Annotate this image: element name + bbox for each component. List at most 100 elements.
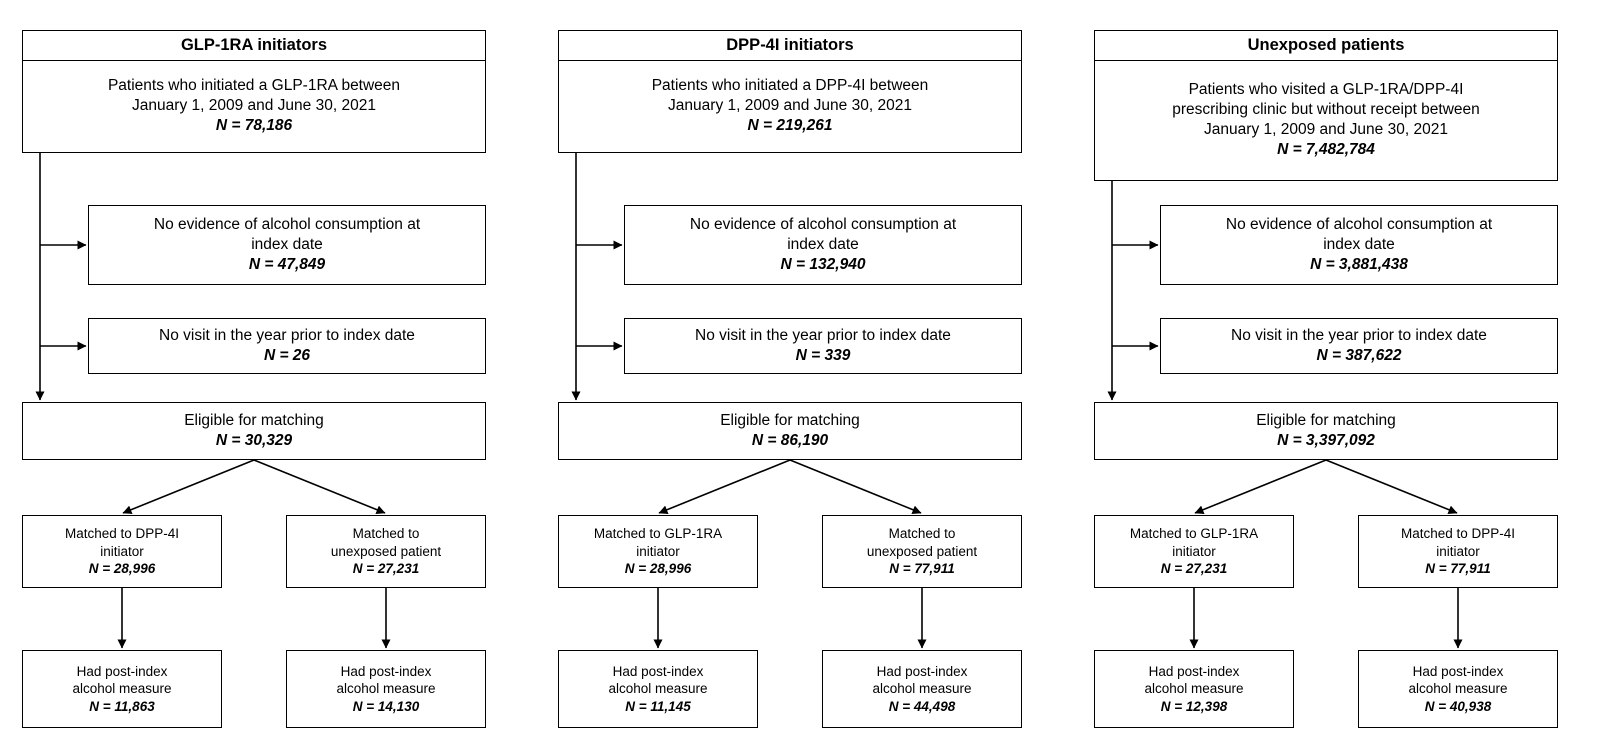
arrow-eligible-to-matched-left [658,459,791,514]
n-count: N = 219,261 [747,117,833,135]
n-count: N = 28,996 [624,561,692,577]
box-text: No visit in the year prior to index date [159,326,415,344]
arrow-eligible-to-matched-right [789,459,922,514]
box-text: January 1, 2009 and June 30, 2021 [1204,121,1448,138]
n-count: N = 3,881,438 [1310,256,1408,274]
matched-right-box: Matched to DPP-4I initiator N = 77,911 [1358,515,1558,588]
n-count: N = 77,911 [889,561,955,577]
box-text: Eligible for matching [720,411,860,429]
box-text: initiator [1172,543,1216,559]
post-index-left-box: Had post-index alcohol measure N = 11,86… [22,650,222,728]
box-text: Matched to [888,526,956,542]
box-text: Eligible for matching [184,411,324,429]
box-text: Had post-index [876,663,968,679]
exclusion-box-no-alcohol-evidence: No evidence of alcohol consumption at in… [1160,205,1558,285]
box-text: January 1, 2009 and June 30, 2021 [668,96,912,114]
column-title: GLP-1RA initiators [180,36,328,54]
matched-right-box: Matched to unexposed patient N = 27,231 [286,515,486,588]
n-count: N = 44,498 [888,698,956,714]
box-text: unexposed patient [866,543,978,559]
n-count: N = 11,863 [89,698,155,714]
n-count: N = 30,329 [215,432,293,449]
column-glp1ra-initiators: GLP-1RA initiators Patients who initiate… [22,22,486,734]
n-count: N = 11,145 [625,698,691,714]
n-count: N = 7,482,784 [1277,141,1375,159]
arrow-eligible-to-matched-right [253,459,386,514]
matched-left-box: Matched to DPP-4I initiator N = 28,996 [22,515,222,588]
n-count: N = 77,911 [1425,561,1491,577]
box-text: initiator [1436,543,1480,559]
matched-left-box: Matched to GLP-1RA initiator N = 28,996 [558,515,758,588]
source-population-box: Patients who visited a GLP-1RA/DPP-4I pr… [1094,59,1558,181]
post-index-right-box: Had post-index alcohol measure N = 14,13… [286,650,486,728]
n-count: N = 12,398 [1160,698,1228,714]
patient-flow-diagram: GLP-1RA initiators Patients who initiate… [22,22,1558,734]
box-text: January 1, 2009 and June 30, 2021 [132,96,376,114]
box-text: Matched to GLP-1RA [1129,526,1259,542]
box-text: Eligible for matching [1256,411,1396,429]
exclusion-box-no-prior-visit: No visit in the year prior to index date… [88,318,486,374]
box-text: Matched to GLP-1RA [593,526,723,542]
n-count: N = 86,190 [751,432,829,449]
box-text: prescribing clinic but without receipt b… [1172,100,1480,118]
n-count: N = 26 [263,347,311,364]
n-count: N = 78,186 [215,117,293,135]
box-text: Had post-index [76,663,168,679]
box-text: initiator [100,543,144,559]
arrow-eligible-to-matched-left [122,459,255,514]
exclusion-box-no-prior-visit: No visit in the year prior to index date… [624,318,1022,374]
n-count: N = 3,397,092 [1277,432,1375,449]
box-text: Patients who initiated a DPP-4I between [651,76,929,94]
n-count: N = 14,130 [352,698,420,714]
column-header: Unexposed patients [1094,30,1558,61]
n-count: N = 40,938 [1424,698,1492,714]
post-index-right-box: Had post-index alcohol measure N = 40,93… [1358,650,1558,728]
box-text: alcohol measure [872,681,972,697]
exclusion-box-no-prior-visit: No visit in the year prior to index date… [1160,318,1558,374]
n-count: N = 387,622 [1316,347,1402,364]
post-index-left-box: Had post-index alcohol measure N = 11,14… [558,650,758,728]
n-count: N = 339 [795,347,851,364]
box-text: alcohol measure [336,681,436,697]
box-text: index date [251,235,323,253]
n-count: N = 27,231 [1160,561,1228,577]
box-text: Matched to DPP-4I [64,526,180,542]
eligible-for-matching-box: Eligible for matching N = 30,329 [22,402,486,460]
exclusion-box-no-alcohol-evidence: No evidence of alcohol consumption at in… [624,205,1022,285]
eligible-for-matching-box: Eligible for matching N = 86,190 [558,402,1022,460]
arrow-eligible-to-matched-left [1194,459,1327,514]
box-text: initiator [636,543,680,559]
box-text: No evidence of alcohol consumption at [153,215,421,233]
n-count: N = 27,231 [352,561,420,577]
box-text: unexposed patient [330,543,442,559]
column-title: Unexposed patients [1247,36,1405,54]
column-title: DPP-4I initiators [726,36,854,54]
box-text: No visit in the year prior to index date [695,326,951,344]
box-text: Had post-index [1412,663,1504,679]
box-text: No evidence of alcohol consumption at [1225,215,1493,233]
column-header: DPP-4I initiators [558,30,1022,61]
box-text: alcohol measure [608,681,708,697]
matched-right-box: Matched to unexposed patient N = 77,911 [822,515,1022,588]
box-text: Patients who visited a GLP-1RA/DPP-4I [1188,80,1464,98]
n-count: N = 132,940 [780,256,866,274]
box-text: index date [1323,235,1395,253]
post-index-right-box: Had post-index alcohol measure N = 44,49… [822,650,1022,728]
box-text: Had post-index [340,663,432,679]
box-text: No visit in the year prior to index date [1231,326,1487,344]
box-text: Matched to DPP-4I [1400,526,1516,542]
column-header: GLP-1RA initiators [22,30,486,61]
column-dpp4i-initiators: DPP-4I initiators Patients who initiated… [558,22,1022,734]
arrow-eligible-to-matched-right [1325,459,1458,514]
box-text: No evidence of alcohol consumption at [689,215,957,233]
matched-left-box: Matched to GLP-1RA initiator N = 27,231 [1094,515,1294,588]
box-text: index date [787,235,859,253]
box-text: alcohol measure [72,681,172,697]
box-text: alcohol measure [1144,681,1244,697]
post-index-left-box: Had post-index alcohol measure N = 12,39… [1094,650,1294,728]
source-population-box: Patients who initiated a GLP-1RA between… [22,59,486,153]
box-text: Matched to [352,526,420,542]
exclusion-box-no-alcohol-evidence: No evidence of alcohol consumption at in… [88,205,486,285]
eligible-for-matching-box: Eligible for matching N = 3,397,092 [1094,402,1558,460]
source-population-box: Patients who initiated a DPP-4I between … [558,59,1022,153]
